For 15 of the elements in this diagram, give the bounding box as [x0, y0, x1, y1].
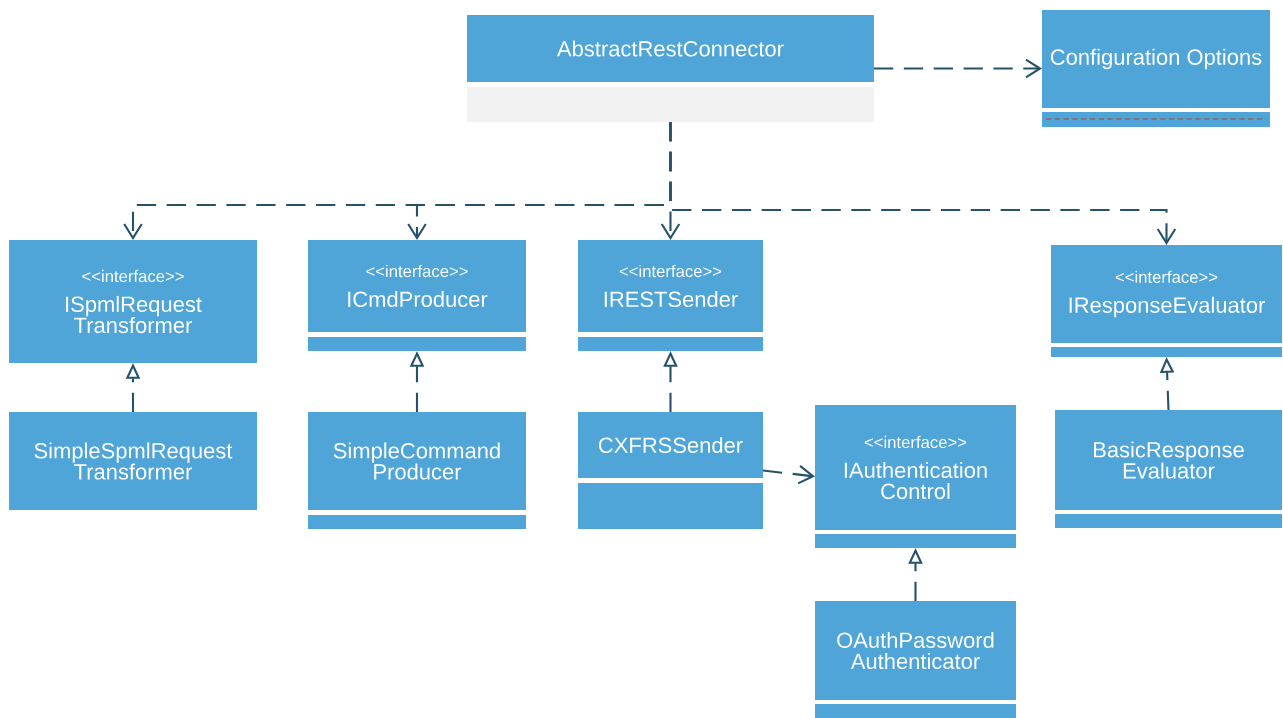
class-box: SimpleCommand Producer: [308, 412, 526, 529]
arrow: [669, 122, 1177, 245]
class-box: <<interface>> ICmdProducer: [308, 240, 526, 351]
class-box: OAuthPassword Authenticator: [815, 601, 1016, 718]
class-box: <<interface>> IResponseEvaluator: [1051, 245, 1282, 357]
class-box: SimpleSpmlRequest Transformer: [9, 412, 257, 510]
arrow: [762, 465, 815, 485]
class-box: AbstractRestConnector: [467, 15, 874, 122]
class-box: Configuration Options: [1042, 10, 1270, 127]
arrow: [873, 58, 1043, 79]
class-box: BasicResponse Evaluator: [1055, 410, 1282, 528]
class-box: <<interface>> IRESTSender: [578, 240, 763, 351]
class-box: CXFRSSender: [578, 412, 763, 529]
class-box: <<interface>> IAuthentication Control: [815, 405, 1016, 548]
class-box: <<interface>> ISpmlRequest Transformer: [9, 240, 257, 363]
